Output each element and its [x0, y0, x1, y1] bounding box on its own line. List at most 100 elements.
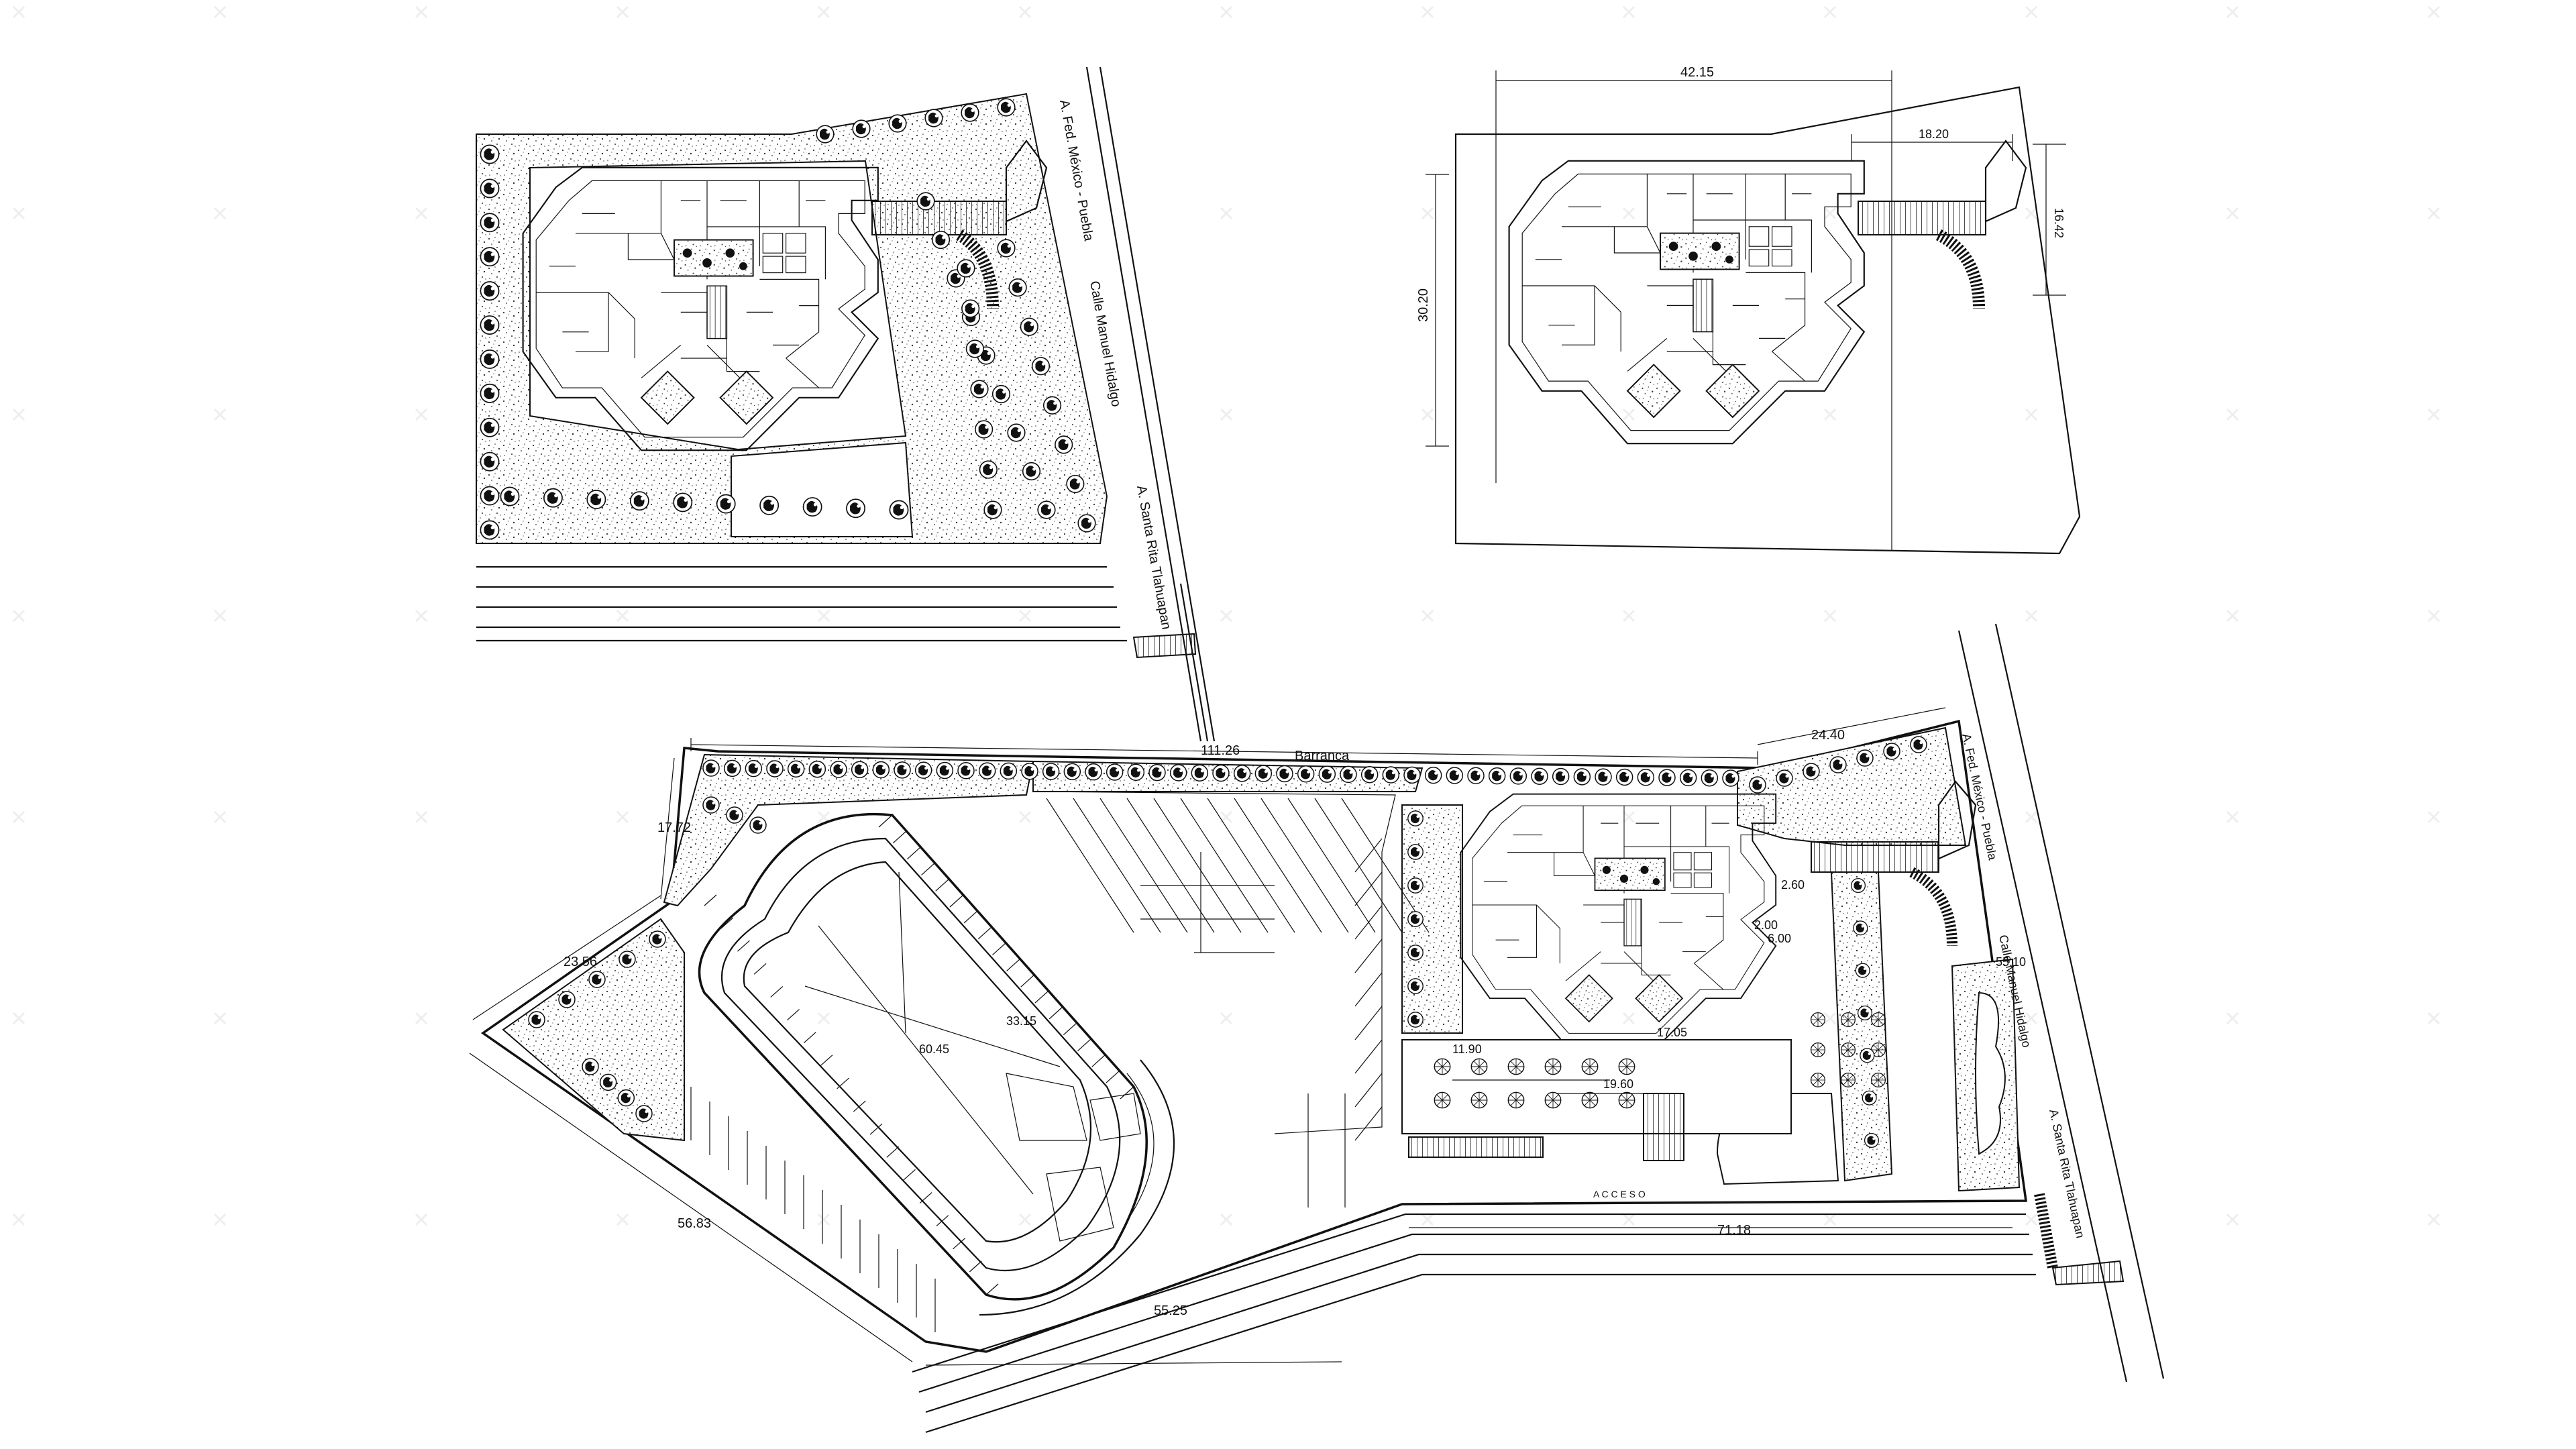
tree-icon	[1403, 766, 1421, 784]
tree-icon	[1407, 978, 1424, 994]
shrub-icon	[1810, 1012, 1826, 1028]
tree-icon	[1446, 767, 1464, 784]
tree-icon	[528, 1011, 545, 1028]
tree-icon	[1276, 765, 1293, 783]
dimension-lines	[1426, 70, 2066, 550]
road-label-federal: A. Fed. México - Puebla	[1057, 99, 1096, 243]
tree-icon	[1658, 769, 1676, 786]
tree-icon	[1233, 765, 1251, 782]
tree-icon	[965, 339, 984, 358]
tree-icon	[1007, 423, 1026, 442]
dim-arena-length: 60.45	[919, 1042, 949, 1056]
tree-icon	[582, 1058, 599, 1075]
plan-top-left: A. Fed. México - Puebla Calle Manuel Hid…	[476, 66, 1216, 742]
shrub-icon	[1470, 1058, 1488, 1075]
tree-icon	[802, 497, 822, 517]
tree-icon	[558, 991, 576, 1008]
tree-icon	[480, 213, 500, 233]
tree-icon	[1531, 767, 1548, 785]
tree-icon	[957, 259, 975, 278]
tree-icon	[1340, 765, 1357, 784]
tree-icon	[1318, 765, 1336, 783]
tree-icon	[1829, 756, 1847, 773]
tree-icon	[480, 144, 500, 164]
tree-icon	[936, 761, 954, 780]
tree-icon	[726, 806, 743, 824]
tree-icon	[759, 495, 780, 515]
shrub-icon	[1810, 1072, 1826, 1088]
tree-icon	[1063, 763, 1081, 781]
road-lines-site	[912, 623, 2165, 1434]
tree-icon	[1803, 763, 1820, 780]
tree-icon	[808, 760, 826, 778]
dim-small-1: 6.00	[1768, 932, 1791, 945]
tree-icon	[480, 350, 500, 369]
shrub-icon	[1544, 1091, 1562, 1109]
tree-icon	[480, 383, 500, 403]
dim-north-length: 111.26	[1201, 743, 1240, 758]
dim-south-east: 71.18	[1717, 1223, 1751, 1238]
tree-icon	[1853, 920, 1868, 936]
tree-icon	[1701, 769, 1719, 787]
tree-icon	[1860, 1048, 1875, 1063]
shrub-icon	[1618, 1091, 1635, 1109]
tree-icon	[1254, 765, 1273, 782]
parking-lot	[1039, 791, 1396, 1208]
tree-icon	[1637, 769, 1655, 786]
tree-icon	[1862, 1090, 1877, 1106]
tree-icon	[983, 500, 1002, 519]
plaza	[1401, 1012, 1886, 1161]
tree-icon	[975, 420, 994, 439]
tree-icon	[894, 761, 911, 779]
tree-icon	[1382, 766, 1400, 784]
auditorium	[698, 812, 1175, 1316]
tree-icon	[1066, 474, 1085, 494]
shrub-icon	[1507, 1091, 1525, 1109]
tree-icon	[1191, 764, 1209, 782]
tree-icon	[1857, 1005, 1873, 1021]
tree-icon	[1031, 357, 1051, 376]
site-dimension-lines	[469, 707, 2012, 1366]
tree-icon	[830, 761, 847, 778]
tree-icon	[978, 762, 996, 780]
tree-icon	[997, 98, 1016, 117]
tree-icon	[997, 239, 1016, 258]
tree-icon	[1042, 396, 1062, 415]
tree-icon	[1169, 764, 1187, 782]
tree-icon	[766, 760, 784, 777]
tree-icon	[979, 460, 998, 479]
tree-icon	[480, 178, 500, 199]
shrub-icon	[1840, 1042, 1856, 1058]
dim-height: 30.20	[1416, 288, 1431, 322]
tree-icon	[914, 761, 932, 779]
tree-icon	[480, 247, 500, 267]
exterior-stair	[871, 140, 1048, 309]
dim-stair-width: 18.20	[1919, 127, 1949, 141]
tree-icon	[480, 486, 500, 506]
tree-icon	[1106, 763, 1124, 781]
tree-icon	[1910, 736, 1927, 753]
watermark-marks	[12, 5, 2440, 1226]
tree-icon	[1297, 765, 1315, 783]
tree-icon	[1573, 768, 1591, 786]
tree-icon	[1021, 762, 1038, 780]
site-plan: 60.45 33.15 111.26 B	[469, 623, 2165, 1434]
tree-icon	[500, 486, 520, 506]
tree-icon	[787, 760, 805, 777]
exterior-stair	[1811, 780, 1977, 947]
tree-icon	[1212, 764, 1230, 782]
tree-icon	[673, 492, 693, 513]
tree-icon	[1407, 810, 1424, 826]
tree-icon	[1467, 767, 1485, 784]
tree-icon	[916, 192, 935, 211]
shrub-icon	[1434, 1058, 1451, 1075]
tree-icon	[1037, 500, 1056, 519]
tree-icon	[1749, 776, 1766, 794]
tree-icon	[872, 761, 890, 779]
tree-icon	[957, 762, 975, 780]
dim-west-2: 23.56	[564, 955, 597, 969]
tree-icon	[480, 281, 500, 301]
tree-icon	[1407, 911, 1424, 927]
tree-icon	[1850, 877, 1866, 894]
tree-icon	[1488, 767, 1506, 785]
